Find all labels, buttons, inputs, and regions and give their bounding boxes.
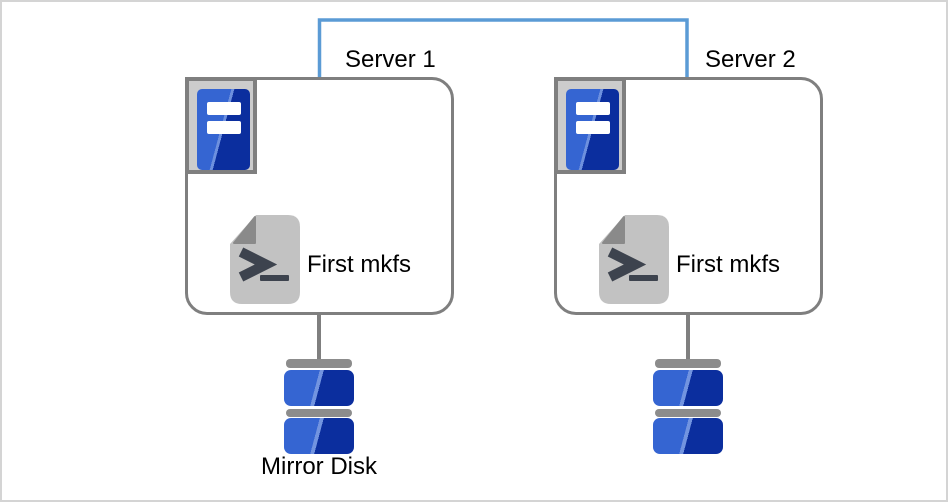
prompt-underscore-icon bbox=[629, 275, 658, 281]
server-slot-bar bbox=[207, 102, 241, 115]
server-slot-bar bbox=[207, 121, 241, 134]
server2-script-label: First mkfs bbox=[676, 251, 780, 278]
disk-platter bbox=[653, 418, 723, 454]
server1-script-label: First mkfs bbox=[307, 251, 411, 278]
server-tower-icon bbox=[566, 89, 619, 170]
shell-script-icon bbox=[599, 215, 669, 304]
disk-bar bbox=[286, 409, 352, 417]
prompt-chevron-icon bbox=[607, 247, 647, 282]
server-slot-bar bbox=[576, 102, 610, 115]
server2-node-box bbox=[554, 77, 823, 315]
disk-bar bbox=[655, 409, 721, 417]
server1-disk-stack-icon bbox=[284, 359, 354, 454]
server-icon-frame bbox=[554, 77, 626, 174]
server1-disk-label: Mirror Disk bbox=[261, 453, 377, 480]
prompt-chevron-icon bbox=[238, 247, 278, 282]
server1-group: Server 1 First mkfs Mirror Disk bbox=[185, 2, 455, 500]
disk-bar bbox=[286, 359, 352, 368]
folded-corner bbox=[233, 216, 256, 244]
disk-platter bbox=[284, 370, 354, 406]
disk-platter bbox=[653, 370, 723, 406]
server2-group: Server 2 First mkfs bbox=[554, 2, 824, 500]
server2-disk-stack-icon bbox=[653, 359, 723, 454]
prompt-underscore-icon bbox=[260, 275, 289, 281]
shell-script-icon bbox=[230, 215, 300, 304]
server1-disk-connector-line bbox=[317, 315, 321, 362]
server1-label: Server 1 bbox=[345, 46, 436, 73]
server-tower-icon bbox=[197, 89, 250, 170]
server-icon-frame bbox=[185, 77, 257, 174]
server2-label: Server 2 bbox=[705, 46, 796, 73]
folded-corner bbox=[602, 216, 625, 244]
disk-bar bbox=[655, 359, 721, 368]
disk-platter bbox=[284, 418, 354, 454]
server-slot-bar bbox=[576, 121, 610, 134]
server2-disk-connector-line bbox=[686, 315, 690, 362]
